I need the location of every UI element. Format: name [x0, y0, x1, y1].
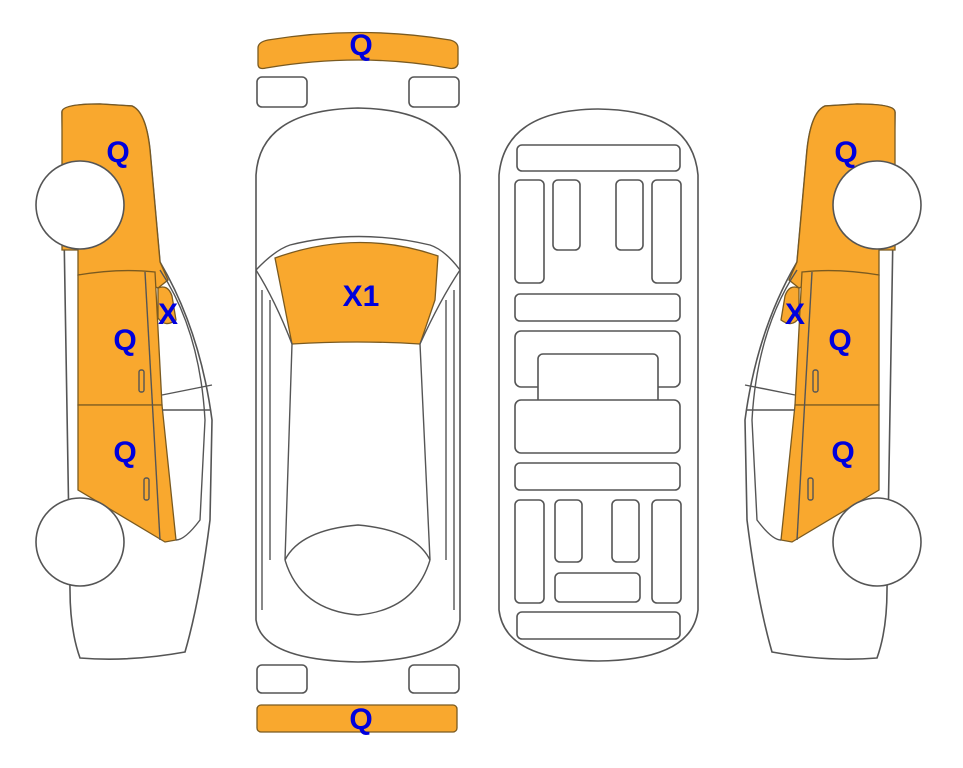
right-front-door-label: Q	[828, 324, 851, 357]
left-mirror-damage[interactable]	[157, 286, 177, 325]
interior-view	[498, 108, 699, 662]
left-rear-door-label: Q	[113, 436, 136, 469]
left-front-fender-label: Q	[106, 136, 129, 169]
left-mirror-label: X	[158, 298, 178, 331]
rear-bumper-damage[interactable]	[256, 704, 458, 733]
windshield-label: X1	[343, 280, 380, 313]
front-wheel	[35, 160, 125, 250]
left-side-view	[35, 103, 213, 660]
windshield-damage[interactable]	[274, 241, 439, 345]
rear-wheel	[35, 497, 125, 587]
front-bumper-label: Q	[349, 29, 372, 62]
left-rear-door-damage[interactable]	[77, 404, 177, 543]
left-front-door-label: Q	[113, 324, 136, 357]
left-front-door-damage[interactable]	[77, 269, 163, 406]
front-bumper-damage[interactable]	[257, 31, 459, 70]
top-view	[255, 31, 461, 733]
right-rear-door-label: Q	[831, 436, 854, 469]
rear-bumper-label: Q	[349, 703, 372, 736]
right-mirror-label: X	[785, 298, 805, 331]
right-side-view	[744, 103, 922, 660]
right-front-fender-label: Q	[834, 136, 857, 169]
